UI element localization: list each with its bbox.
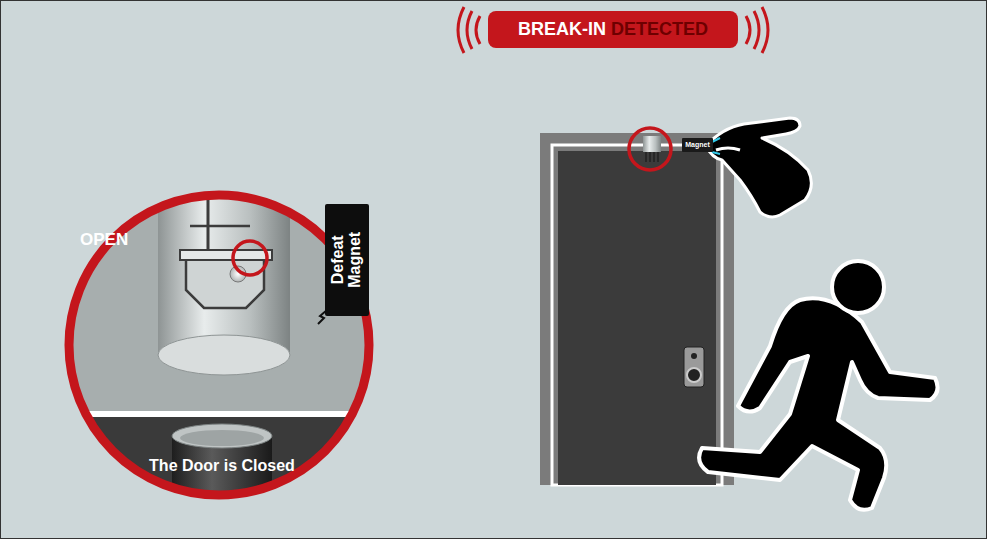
- door: [540, 128, 734, 485]
- alarm-waves: [458, 7, 768, 53]
- alarm-banner: BREAK-IN DETECTED: [488, 11, 738, 48]
- node-text: BREAK-IN DETECTED: [518, 20, 708, 39]
- defeat-magnet: Defeat Magnet: [325, 204, 369, 316]
- node-text: Defeat Magnet: [330, 208, 364, 312]
- magnet-block: Magnet: [682, 138, 713, 152]
- runner-silhouette: [699, 261, 937, 510]
- zoom-view: [60, 190, 380, 516]
- state-label: OPEN: [80, 230, 128, 250]
- node-text: Magnet: [685, 141, 710, 148]
- hand-silhouette: [706, 118, 811, 217]
- zoom-ring: [69, 195, 369, 495]
- state-label: The Door is Closed: [149, 457, 295, 475]
